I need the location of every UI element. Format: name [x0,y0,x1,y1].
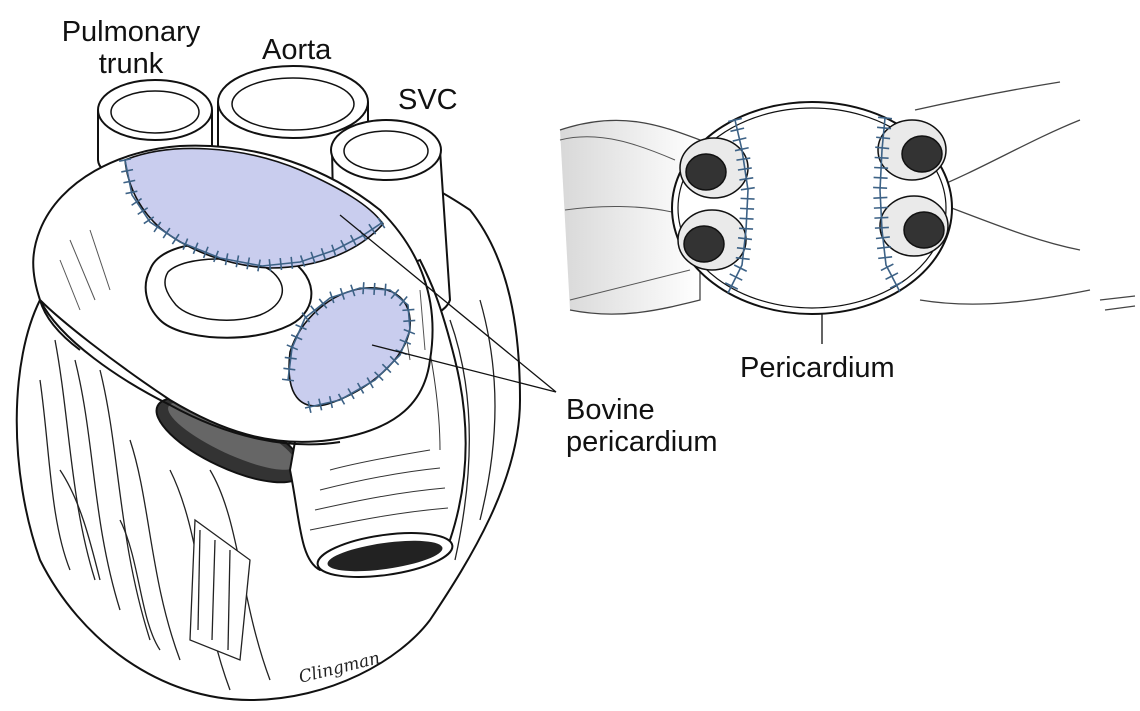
suture-stitch [873,197,887,198]
label-pulmonary-trunk-line1: Pulmonary [56,16,206,48]
suture-stitch [741,198,755,199]
suture-stitch [740,218,754,219]
suture-stitch [874,177,888,178]
suture-stitch [402,309,414,310]
suture-stitch [875,227,889,228]
label-pulmonary-trunk: Pulmonary trunk [56,16,206,80]
label-svc: SVC [398,84,458,116]
label-bovine-line1: Bovine [566,394,718,426]
suture-stitch [874,167,888,168]
label-pulmonary-trunk-line2: trunk [56,48,206,80]
label-aorta: Aorta [262,34,331,66]
pericardium-view [560,82,1135,344]
suture-stitch [403,320,415,321]
suture-stitch [363,282,364,294]
suture-stitch [740,208,754,209]
suture-stitch [873,187,887,188]
suture-stitch [385,284,386,296]
suture-stitch [374,283,375,295]
suture-stitch [739,228,753,229]
label-bovine-pericardium: Bovine pericardium [566,394,718,458]
suture-stitch [875,158,889,159]
label-bovine-line2: pericardium [566,426,718,458]
suture-stitch [874,207,888,208]
suture-stitch [874,217,888,218]
label-pericardium: Pericardium [740,352,895,384]
